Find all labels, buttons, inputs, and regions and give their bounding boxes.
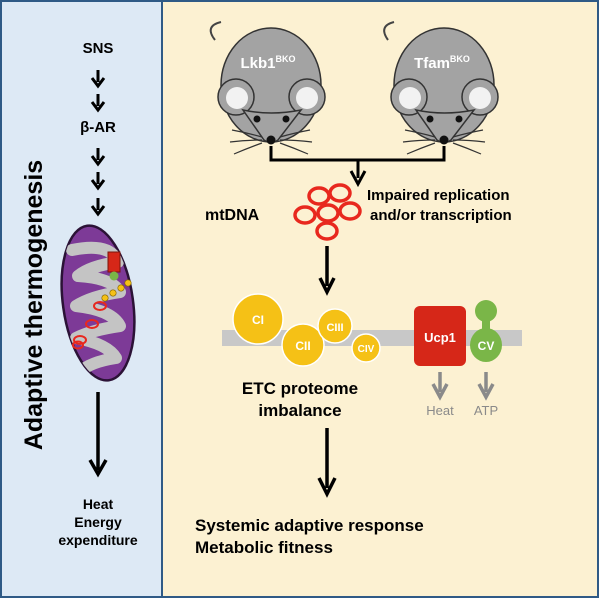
- complex-ci-label: CI: [252, 313, 264, 327]
- complex-civ-label: CIV: [358, 344, 375, 355]
- mtdna-label: mtDNA: [205, 207, 260, 224]
- mouse-right-gene: Tfam: [414, 55, 450, 72]
- mtdna-circles: [293, 183, 362, 241]
- outcome-expenditure: expenditure: [58, 532, 138, 548]
- mouse-right-superscript: BKO: [450, 54, 470, 64]
- cv-protein: CV: [470, 300, 502, 362]
- complex-ciii: CIII: [317, 308, 353, 344]
- heat-output-arrow: [431, 372, 449, 401]
- beta-ar-label: β-AR: [80, 119, 116, 136]
- outcome-line2: Metabolic fitness: [195, 538, 333, 557]
- mouse-left-gene: Lkb1: [240, 55, 275, 72]
- mouse-left-superscript: BKO: [276, 54, 296, 64]
- outcome-line1: Systemic adaptive response: [195, 516, 424, 535]
- mitochondrion: [60, 224, 136, 382]
- mtdna-effect-line1: Impaired replication: [367, 187, 510, 204]
- ucp1-label: Ucp1: [424, 330, 456, 345]
- mouse-right: TfamBKO: [383, 21, 499, 155]
- mtdna-etc-arrow: [318, 246, 336, 296]
- mouse-right-label: TfamBKO: [414, 54, 470, 72]
- etc-imbalance-line2: imbalance: [258, 401, 341, 420]
- mito-ucp1-mark: [107, 251, 121, 273]
- ucp1-protein: Ucp1: [414, 306, 466, 366]
- mtdna-effect-line2: and/or transcription: [370, 207, 512, 224]
- complex-ciii-label: CIII: [326, 322, 343, 334]
- pathway-arrows-middle: [90, 148, 106, 217]
- pathway-arrows-top: [90, 70, 106, 113]
- complex-cii: CII: [281, 323, 325, 367]
- outcome-heat: Heat: [83, 496, 114, 512]
- heat-arrow: [88, 392, 108, 478]
- cv-label: CV: [478, 339, 495, 353]
- heat-label: Heat: [426, 403, 454, 418]
- complex-ci: CI: [232, 293, 284, 345]
- mouse-left-label: Lkb1BKO: [240, 54, 295, 72]
- mice-connector-arrow: [269, 146, 446, 188]
- atp-output-arrow: [477, 372, 495, 401]
- complex-civ: CIV: [351, 333, 381, 363]
- mouse-left: Lkb1BKO: [209, 21, 326, 155]
- etc-imbalance-line1: ETC proteome: [242, 379, 358, 398]
- sns-label: SNS: [83, 40, 114, 57]
- outcome-energy: Energy: [74, 514, 122, 530]
- vertical-title: Adaptive thermogenesis: [20, 160, 48, 450]
- outcome-arrow: [317, 428, 337, 498]
- atp-label: ATP: [474, 403, 498, 418]
- complex-cii-label: CII: [295, 339, 310, 353]
- mito-cv-mark: [109, 271, 119, 281]
